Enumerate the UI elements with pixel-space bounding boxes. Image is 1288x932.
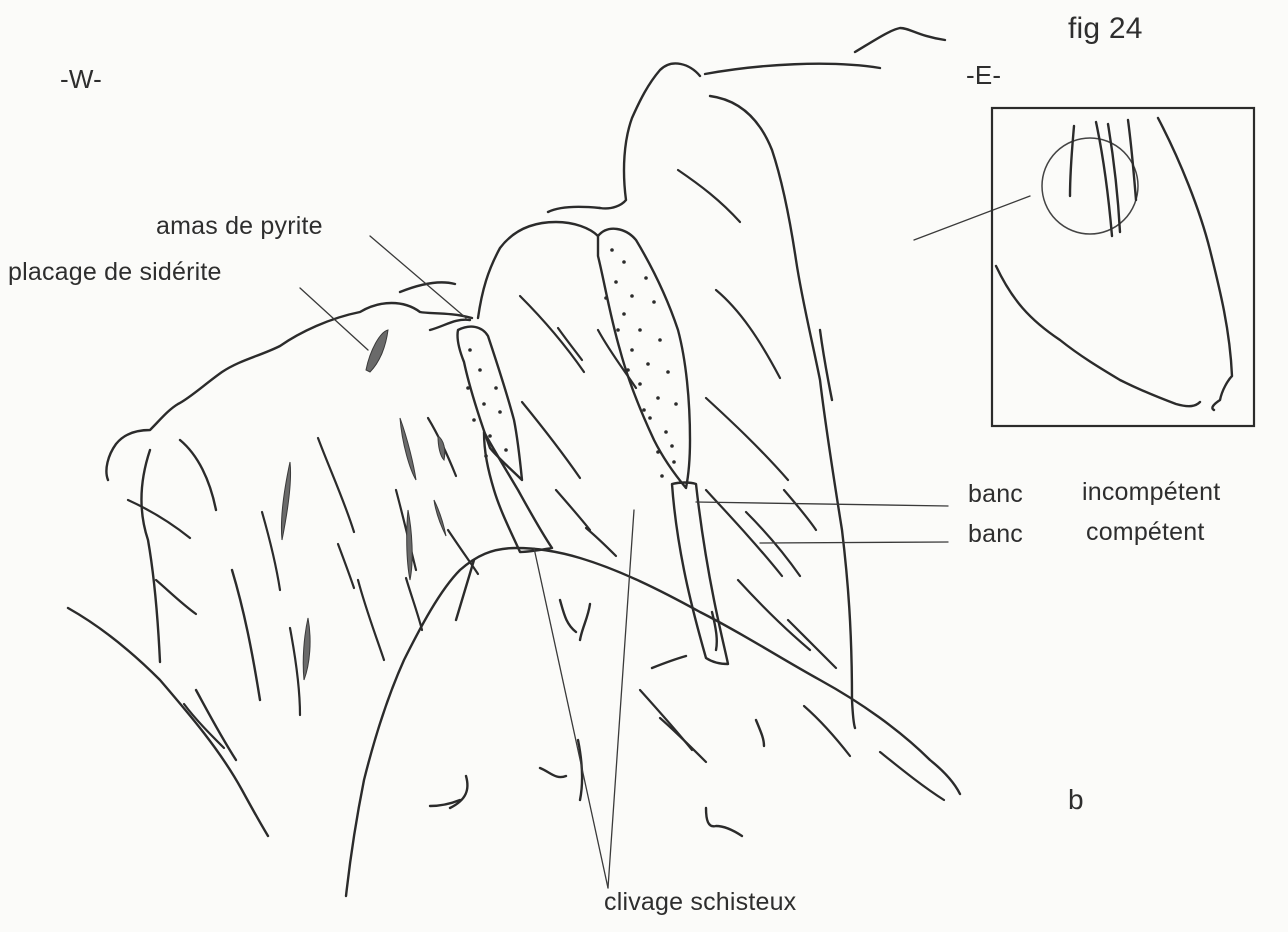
inset-detail	[992, 108, 1254, 426]
pyrite-dot	[482, 402, 486, 406]
pyrite-dot	[670, 444, 674, 448]
label-competent: compétent	[1086, 518, 1205, 547]
pyrite-dot	[652, 300, 656, 304]
figure-number: fig 24	[1068, 12, 1143, 46]
pyrite-dot	[504, 448, 508, 452]
pyrite-dot	[494, 386, 498, 390]
panel-letter: b	[1068, 784, 1084, 816]
pyrite-dot	[664, 430, 668, 434]
pyrite-dot	[656, 396, 660, 400]
competent-bank-right	[672, 483, 728, 665]
ridge-top	[705, 28, 945, 74]
pyrite-dot	[498, 410, 502, 414]
pyrite-dot	[488, 434, 492, 438]
outcrop-block-middle	[478, 207, 600, 318]
pyrite-dot	[616, 328, 620, 332]
label-cleavage: clivage schisteux	[604, 888, 796, 917]
pyrite-dot	[656, 450, 660, 454]
orientation-east: -E-	[966, 60, 1001, 91]
outcrop-block-west	[106, 303, 472, 480]
orientation-west: -W-	[60, 64, 102, 95]
pyrite-dot	[660, 474, 664, 478]
pyrite-lens-left	[457, 327, 522, 480]
pyrite-dot	[658, 338, 662, 342]
pyrite-dot	[638, 382, 642, 386]
pyrite-dot	[648, 416, 652, 420]
pyrite-dot	[472, 418, 476, 422]
pyrite-dot	[642, 408, 646, 412]
pyrite-dot	[622, 312, 626, 316]
cleavage-traces	[128, 170, 944, 800]
pyrite-dot	[466, 386, 470, 390]
pyrite-dot	[604, 296, 608, 300]
label-siderite: placage de sidérite	[8, 258, 222, 287]
pyrite-dot	[674, 402, 678, 406]
pyrite-dot	[626, 368, 630, 372]
foreground-marks	[430, 600, 764, 836]
label-incompetent: incompétent	[1082, 478, 1220, 507]
pyrite-dot	[644, 276, 648, 280]
label-banc-2: banc	[968, 520, 1023, 549]
outcrop-foreground	[346, 548, 960, 896]
outcrop-block-east	[600, 63, 855, 728]
label-pyrite: amas de pyrite	[156, 212, 323, 241]
pyrite-dot	[468, 348, 472, 352]
pyrite-dot	[614, 280, 618, 284]
pyrite-dot	[666, 370, 670, 374]
pyrite-dot	[638, 328, 642, 332]
pyrite-dot	[478, 368, 482, 372]
pyrite-lens-right	[598, 229, 690, 488]
label-banc-1: banc	[968, 480, 1023, 509]
pyrite-dot	[630, 348, 634, 352]
pyrite-dot	[610, 248, 614, 252]
pyrite-dot	[630, 294, 634, 298]
pyrite-dot	[672, 460, 676, 464]
pyrite-dot	[622, 260, 626, 264]
pyrite-dot	[646, 362, 650, 366]
